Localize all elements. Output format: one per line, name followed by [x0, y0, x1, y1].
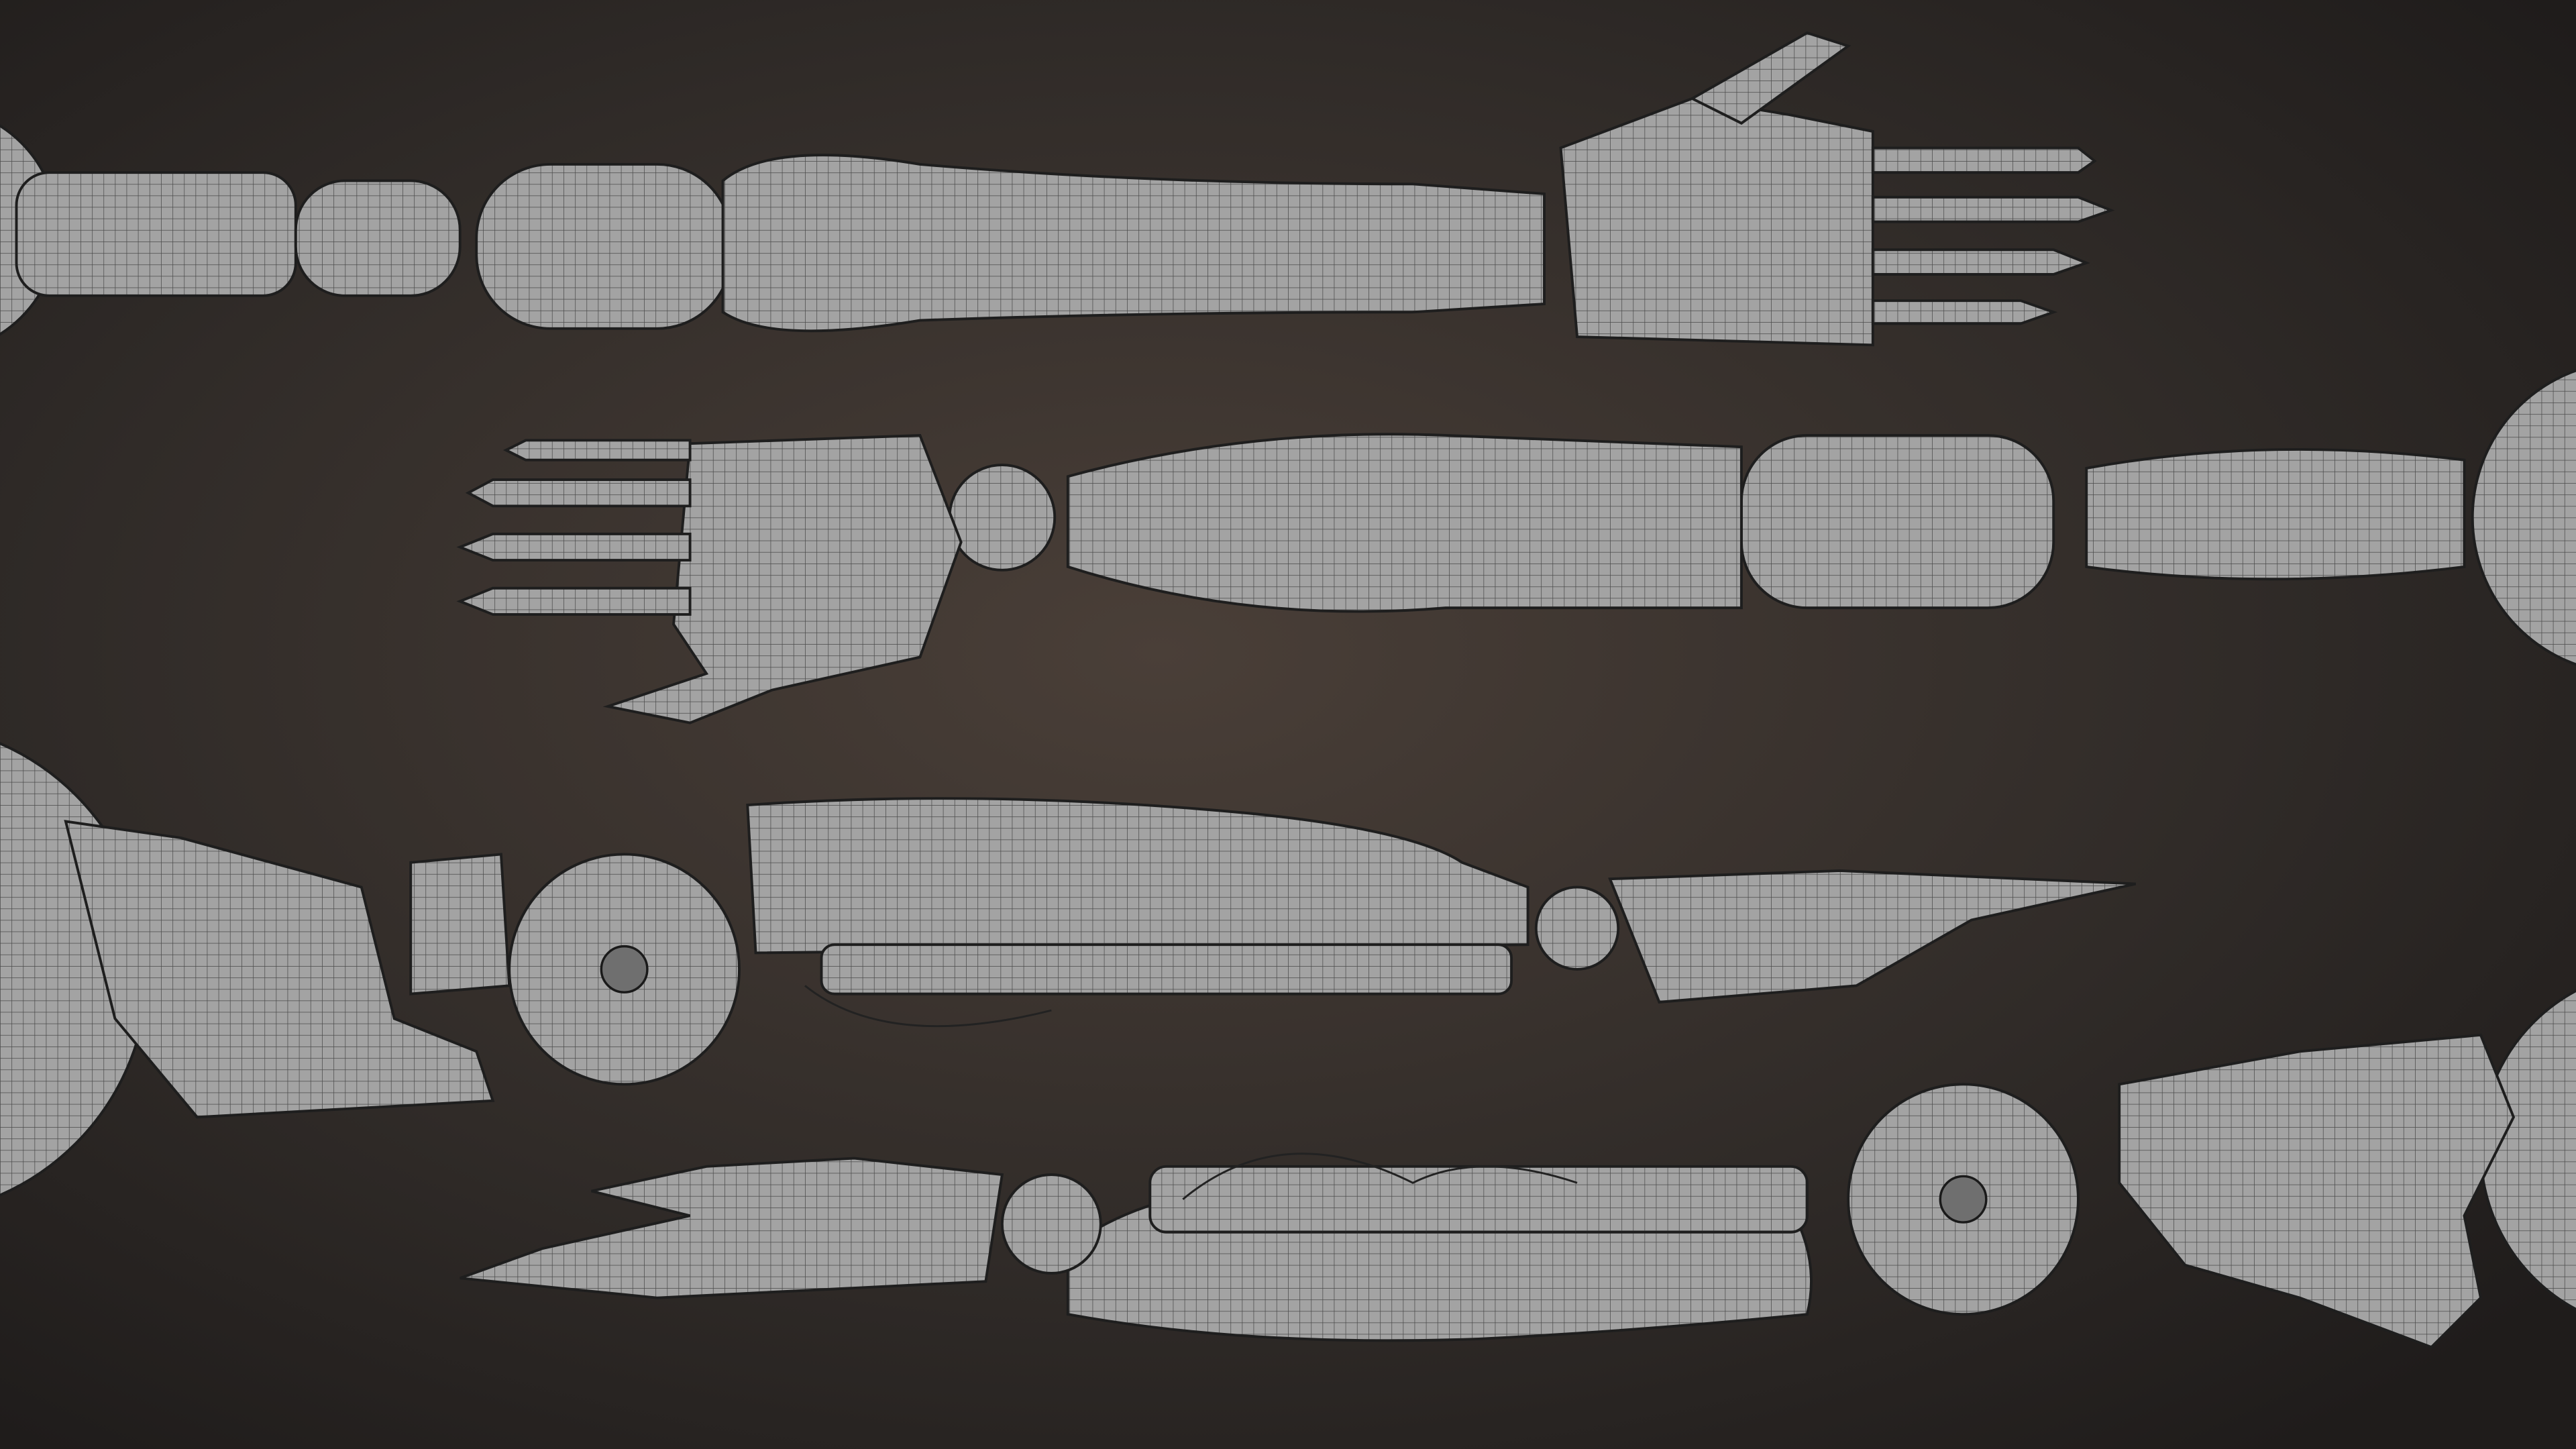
forearm [721, 154, 1546, 333]
upper-arm [2085, 448, 2466, 581]
wrist-ball [1000, 1173, 1102, 1275]
forearm-actuator [1148, 1165, 1809, 1234]
hand [1559, 97, 1874, 347]
wheel-hub [1939, 1175, 1988, 1224]
shoulder-link [409, 853, 511, 996]
hand [1608, 869, 2137, 1004]
robot-arm-bottom [460, 989, 2576, 1349]
wheel-hub [600, 945, 649, 994]
forearm [746, 797, 1529, 955]
elbow-joint [475, 162, 733, 330]
robot-arm-second [456, 369, 2576, 724]
wrist-ball [948, 464, 1057, 572]
shoulder-bracket [2118, 1033, 2516, 1349]
finger [1871, 195, 2115, 223]
cable [1182, 1152, 1578, 1200]
finger [1871, 248, 2090, 276]
hand [602, 433, 963, 724]
finger [456, 586, 692, 616]
robot-arm-third [0, 742, 2137, 1197]
finger [456, 532, 692, 562]
cable [804, 985, 1052, 1028]
forearm [1066, 433, 1743, 613]
finger [1871, 299, 2058, 325]
shoulder-sphere [2471, 369, 2576, 666]
forearm-actuator [820, 943, 1513, 996]
robot-arm-top [0, 31, 2115, 347]
finger [465, 478, 692, 508]
finger [502, 439, 692, 462]
upper-arm [15, 171, 297, 297]
finger [1871, 146, 2097, 174]
hand [460, 1157, 1004, 1299]
elbow-link [294, 179, 462, 297]
elbow-joint [1739, 434, 2055, 610]
shoulder-bracket [64, 820, 495, 1119]
wrist-ball [1534, 885, 1620, 971]
thumb [1689, 31, 1851, 125]
